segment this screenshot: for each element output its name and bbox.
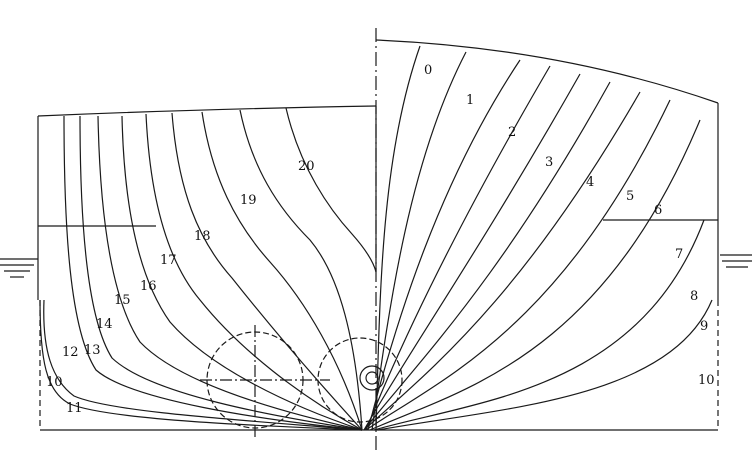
- aft-station-label: 18: [194, 229, 211, 244]
- fore-station-curve: [365, 65, 551, 431]
- fore-station-label: 6: [654, 203, 662, 218]
- fore-deck-line: [375, 39, 719, 104]
- fore-station-curve: [363, 73, 581, 431]
- fore-station-label: 1: [466, 93, 474, 108]
- aft-station-curve: [145, 113, 363, 431]
- aft-station-curve: [39, 299, 363, 431]
- fore-station-label: 9: [700, 319, 708, 334]
- aft-station-curve: [43, 299, 363, 431]
- aft-station-label: 19: [240, 193, 257, 208]
- aft-station-label: 17: [160, 253, 177, 268]
- frame-lines: [0, 28, 752, 450]
- fore-station-label: 8: [690, 289, 698, 304]
- fore-station-curve: [371, 51, 467, 431]
- fore-station-curve: [363, 81, 611, 431]
- fore-station-label: 3: [545, 155, 553, 170]
- aft-station-label: 14: [96, 317, 113, 332]
- fore-station-label: 4: [586, 175, 594, 190]
- aft-station-curve: [121, 115, 363, 431]
- fore-station-curve: [365, 99, 671, 431]
- aft-deck-line: [37, 105, 377, 117]
- aft-station-curve: [79, 115, 363, 431]
- fore-station-label: 7: [675, 247, 683, 262]
- shaft-boss-outer: [359, 365, 385, 391]
- fore-station-label: 2: [508, 125, 516, 140]
- aft-station-lines: [39, 107, 377, 431]
- fore-station-curve: [377, 299, 713, 431]
- aft-station-curve: [239, 109, 363, 431]
- fore-station-lines: [363, 45, 713, 431]
- fore-station-label: 10: [698, 373, 715, 388]
- fore-station-curve: [369, 119, 701, 431]
- aft-station-curve: [171, 112, 363, 431]
- fore-station-curve: [367, 59, 521, 431]
- aft-station-curve: [97, 115, 363, 431]
- fore-station-label: 0: [424, 63, 432, 78]
- aft-station-curve: [201, 111, 363, 431]
- aft-station-curve: [285, 107, 377, 273]
- aft-station-label: 20: [298, 159, 315, 174]
- aft-station-label: 15: [114, 293, 131, 308]
- fore-station-curve: [375, 45, 421, 431]
- fore-station-curve: [373, 219, 705, 431]
- fore-station-curve: [363, 91, 641, 431]
- aft-station-label: 11: [66, 401, 83, 416]
- fore-station-label: 5: [626, 189, 634, 204]
- aft-station-label: 16: [140, 279, 157, 294]
- station-labels: 10 11 12 13 14 15 16 17 18 19 20 0 1 2 3…: [46, 63, 715, 416]
- aft-station-curve: [63, 115, 363, 431]
- aft-station-label: 13: [84, 343, 101, 358]
- aft-station-label: 10: [46, 375, 63, 390]
- aft-station-label: 12: [62, 345, 79, 360]
